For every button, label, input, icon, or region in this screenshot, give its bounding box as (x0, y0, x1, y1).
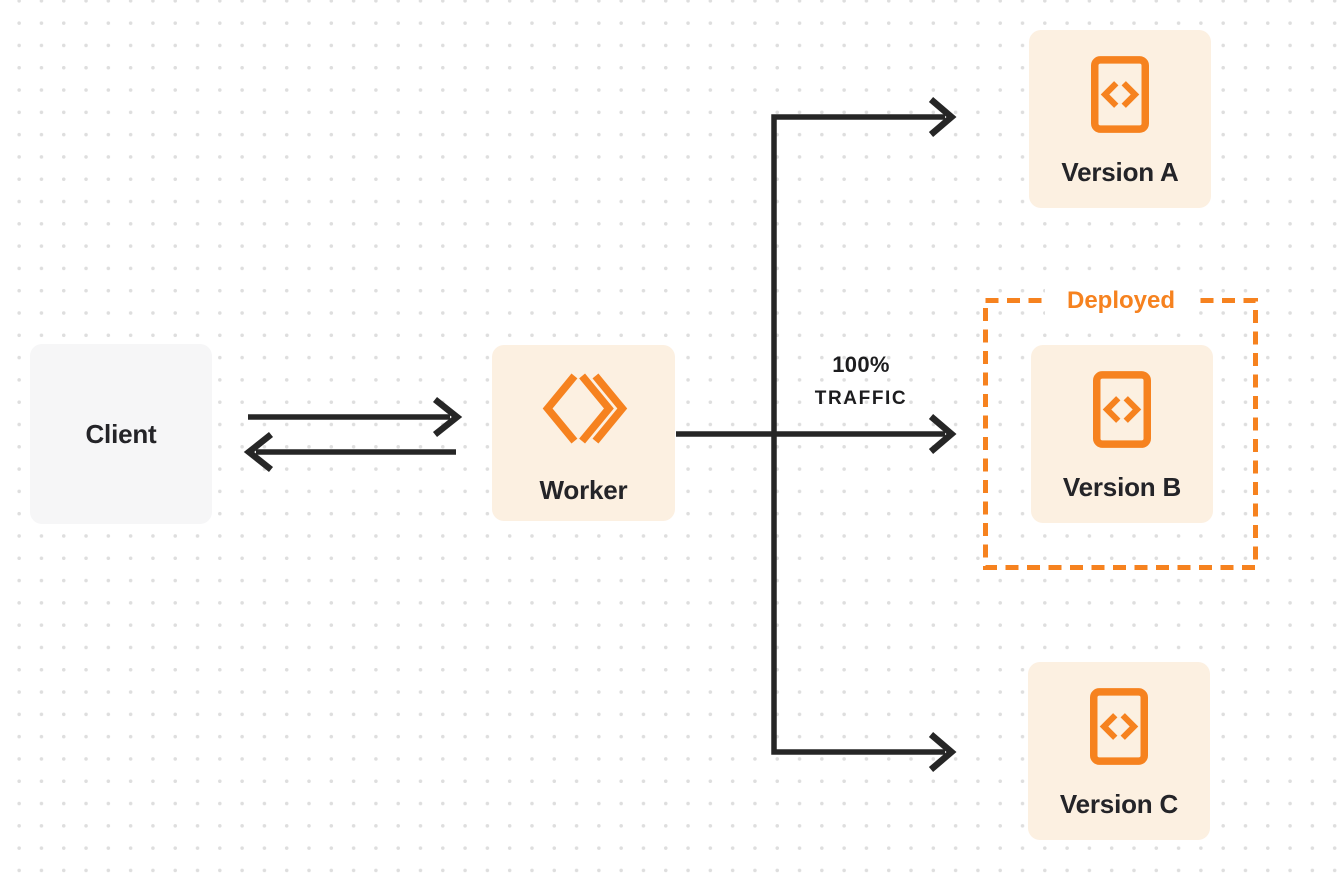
version-c-node: Version C (1028, 662, 1210, 840)
workers-logo-icon (540, 372, 628, 445)
worker-to-client-arrow (243, 431, 456, 473)
version-c-label: Version C (1059, 789, 1179, 819)
worker-label: Worker (539, 475, 628, 505)
client-label: Client (85, 419, 157, 449)
version-a-node: Version A (1029, 30, 1211, 208)
code-file-icon (1090, 688, 1148, 765)
version-b-node: Version B (1031, 345, 1213, 523)
deployed-group-label: Deployed (1044, 285, 1198, 317)
worker-traffic-arrow (676, 414, 957, 454)
traffic-percent-text: 100% (832, 352, 890, 377)
client-to-worker-arrow (248, 396, 463, 438)
version-a-label: Version A (1061, 157, 1179, 187)
code-file-icon (1093, 371, 1151, 448)
client-node: Client (30, 344, 212, 524)
traffic-word-text: TRAFFIC (814, 388, 908, 409)
traffic-label: 100% TRAFFIC (781, 351, 941, 410)
branch-to-version-a-and-c-arrows (771, 97, 957, 772)
version-b-label: Version B (1062, 472, 1182, 502)
code-file-icon (1091, 56, 1149, 133)
worker-node: Worker (492, 345, 675, 521)
